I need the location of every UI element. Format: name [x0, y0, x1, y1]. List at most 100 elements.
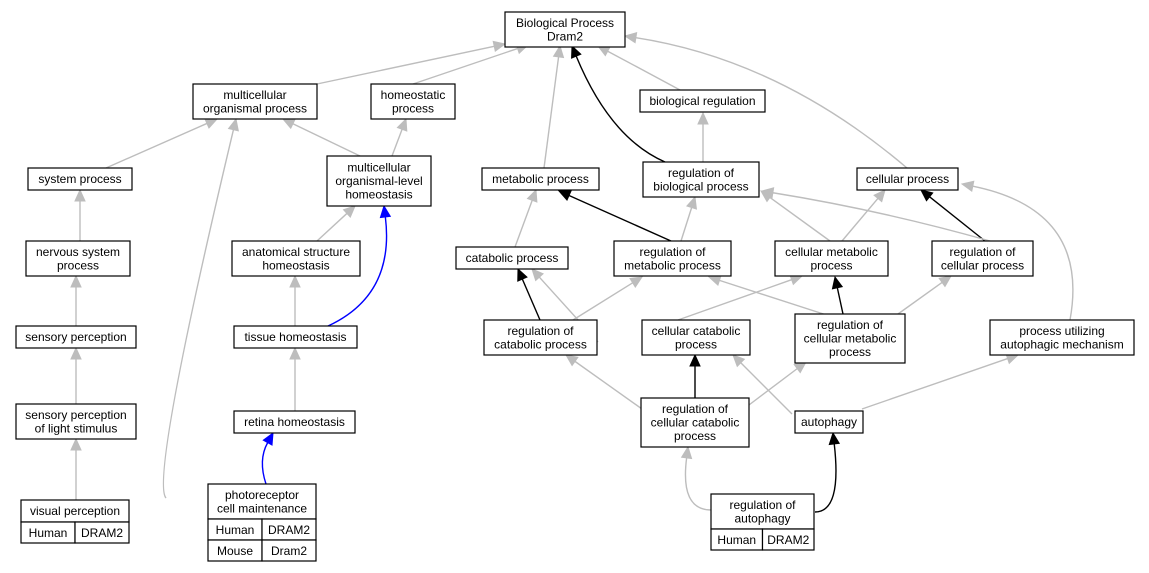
edge-line: [572, 282, 634, 321]
go-term-cellular-process[interactable]: cellular process: [856, 167, 959, 191]
term-label: metabolic process: [624, 258, 721, 272]
term-box: [231, 240, 361, 277]
edge: [744, 361, 807, 409]
go-term-sensory-perception[interactable]: sensory perception: [15, 325, 137, 349]
term-label: homeostasis: [345, 188, 412, 202]
term-label: process: [674, 429, 716, 443]
edge-line: [929, 196, 986, 242]
term-box: [639, 89, 766, 113]
edge: [261, 431, 274, 485]
edge: [831, 275, 844, 315]
edge-line: [162, 129, 235, 499]
edge-line: [861, 357, 1008, 410]
term-label: sensory perception: [25, 408, 126, 422]
term-label: multicellular: [347, 161, 410, 175]
edge-arrowhead: [732, 354, 746, 368]
edge: [565, 354, 643, 410]
edge-arrowhead: [262, 431, 274, 446]
edge-arrowhead: [289, 274, 301, 288]
term-label: sensory perception: [25, 330, 126, 344]
edge: [70, 437, 82, 500]
gene-label: DRAM2: [268, 523, 310, 537]
edge-line: [719, 279, 843, 321]
edge-arrowhead: [227, 117, 239, 132]
term-box: [640, 397, 750, 448]
edge: [543, 44, 565, 169]
term-label: catabolic process: [494, 337, 587, 351]
edge: [572, 276, 644, 321]
species-label: Human: [717, 533, 756, 547]
gene-label: DRAM2: [81, 526, 123, 540]
go-term-metabolic-process[interactable]: metabolic process: [481, 167, 600, 191]
term-label: homeostatic: [381, 88, 446, 102]
edge: [707, 275, 843, 321]
edge-arrowhead: [379, 204, 392, 219]
edge-arrowhead: [557, 190, 572, 201]
edge-line: [841, 197, 879, 242]
edge-arrowhead: [526, 188, 538, 203]
term-box: [641, 319, 751, 356]
term-label: anatomical structure: [242, 245, 350, 259]
term-label: organismal-level: [335, 174, 422, 188]
edge-line: [836, 287, 844, 315]
go-term-biological-regulation[interactable]: biological regulation: [639, 89, 766, 113]
edge-arrowhead: [531, 268, 544, 282]
term-label: biological regulation: [649, 94, 755, 108]
edge: [517, 267, 541, 321]
edge-line: [261, 442, 269, 485]
edge: [316, 205, 356, 242]
edge-arrowhead: [70, 346, 82, 360]
edge: [289, 346, 301, 411]
edge-line: [814, 443, 837, 513]
edge-arrowhead: [697, 111, 709, 125]
term-box: [931, 240, 1034, 277]
gene-cell: [761, 528, 815, 551]
go-term-catabolic-process[interactable]: catabolic process: [455, 246, 569, 270]
term-label: regulation of: [817, 318, 884, 332]
term-label: autophagy: [801, 415, 857, 429]
go-term-tissue-homeostasis[interactable]: tissue homeostasis: [233, 325, 358, 349]
edge-line: [740, 362, 793, 415]
term-label: cellular metabolic: [804, 332, 897, 346]
term-label: visual perception: [30, 504, 120, 518]
edge-line: [680, 207, 693, 242]
edge-line: [514, 200, 533, 248]
edge-arrowhead: [960, 180, 975, 192]
term-label: Biological Process: [516, 16, 614, 30]
edge-arrowhead: [760, 187, 775, 199]
edge-line: [972, 185, 1074, 321]
go-term-retina-homeostasis[interactable]: retina homeostasis: [233, 410, 356, 434]
term-box: [856, 167, 959, 191]
edge-arrowhead: [831, 275, 844, 290]
edge-arrowhead: [873, 189, 886, 203]
edge-line: [772, 192, 991, 242]
go-term-system-process[interactable]: system process: [27, 167, 133, 191]
term-box: [455, 246, 569, 270]
gene-cell: [74, 521, 130, 544]
term-label: regulation of: [639, 245, 706, 259]
gene-cell: [261, 539, 317, 562]
go-term-autophagy[interactable]: autophagy: [794, 410, 864, 434]
term-label: process: [57, 258, 99, 272]
